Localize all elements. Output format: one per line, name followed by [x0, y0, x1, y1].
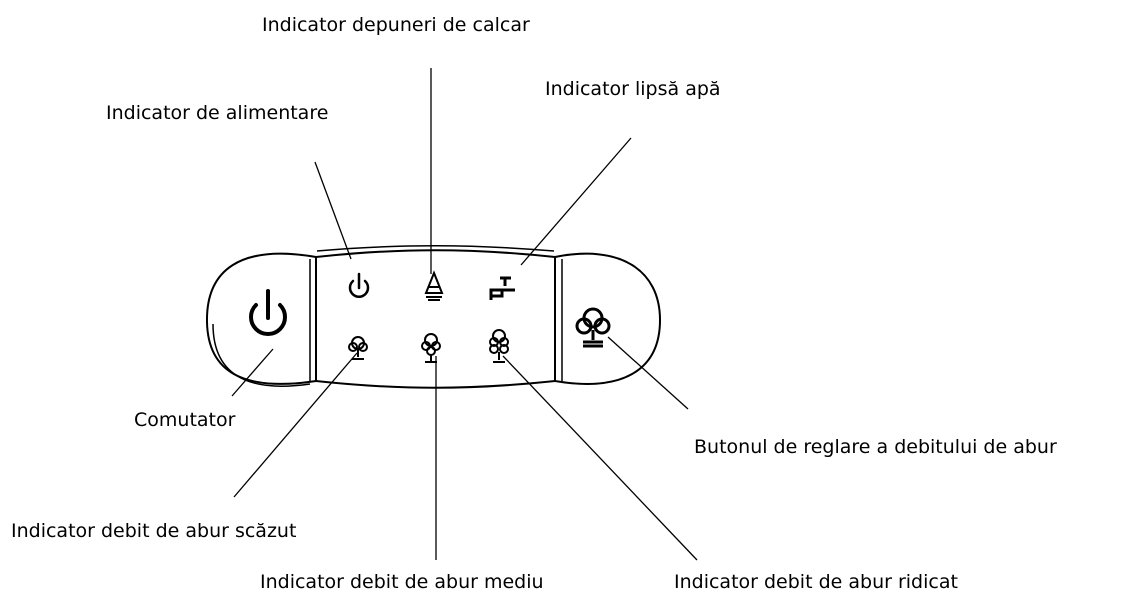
- water-tap-icon: [489, 276, 515, 300]
- steam-cloud-button-icon[interactable]: [575, 307, 611, 348]
- leader-switch: [231, 348, 274, 397]
- label-scale-indicator: Indicator depuneri de calcar: [262, 14, 530, 36]
- leader-no-water: [520, 137, 632, 266]
- label-switch: Comutator: [134, 409, 236, 431]
- leader-lines: [231, 68, 698, 561]
- label-low-steam-indicator: Indicator debit de abur scăzut: [11, 520, 297, 542]
- iron-scale-icon: [424, 270, 444, 301]
- label-power-indicator: Indicator de alimentare: [106, 102, 329, 124]
- power-indicator-icon: [348, 272, 370, 298]
- control-panel-body: [205, 245, 662, 389]
- steam-cloud-high-icon: [489, 329, 509, 363]
- label-medium-steam-indicator: Indicator debit de abur mediu: [260, 571, 544, 593]
- label-no-water-indicator: Indicator lipsă apă: [545, 78, 721, 100]
- steam-cloud-low-icon: [348, 336, 368, 360]
- leader-high-steam: [502, 355, 698, 561]
- steam-cloud-medium-icon: [421, 333, 441, 363]
- label-high-steam-indicator: Indicator debit de abur ridicat: [674, 571, 958, 593]
- label-steam-button: Butonul de reglare a debitului de abur: [694, 436, 1057, 458]
- leader-steam-button: [607, 336, 689, 410]
- leader-low-steam: [233, 352, 358, 498]
- leader-power-indicator: [314, 161, 352, 260]
- power-switch-icon[interactable]: [249, 289, 287, 337]
